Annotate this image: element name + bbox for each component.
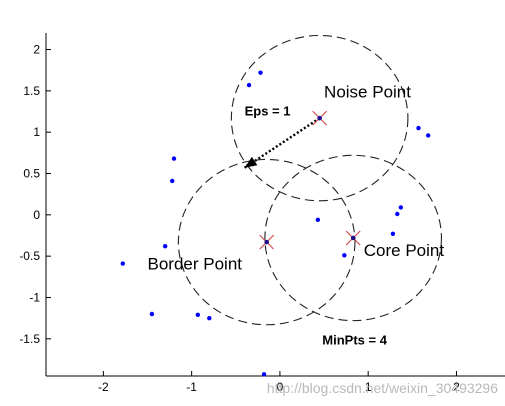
data-point: [170, 178, 175, 184]
y-tick-label: -1: [29, 290, 40, 304]
data-point: [195, 312, 201, 318]
eps-circles-group: [177, 34, 442, 326]
eps-arrow-head: [244, 156, 258, 168]
data-point: [315, 217, 321, 222]
y-tick-label: 2: [33, 43, 40, 57]
data-point: [342, 253, 347, 258]
marked-point-dot: [350, 235, 356, 241]
annotation-label: Border Point: [148, 254, 243, 273]
data-point: [390, 231, 396, 237]
eps-circle: [264, 154, 442, 322]
eps-arrow-group: [243, 117, 321, 169]
y-tick-label: 0.5: [23, 167, 40, 181]
eps-circle: [230, 34, 409, 202]
x-tick-label: 2: [453, 380, 460, 394]
axes-group: 2 1.5 1 0.5 0 -0.5 -1 -1.5 -2 -1 0 1 2: [19, 33, 505, 394]
data-point: [162, 244, 168, 249]
annotation-label: Eps = 1: [245, 104, 291, 119]
data-point: [149, 311, 155, 317]
marked-point-dot: [317, 115, 322, 121]
data-point: [395, 211, 400, 217]
eps-arrow-line: [243, 117, 321, 169]
data-point: [246, 82, 252, 88]
annotation-label: Core Point: [364, 241, 445, 260]
eps-circle: [177, 158, 356, 326]
data-point: [258, 70, 263, 75]
marked-points-group: [259, 110, 361, 250]
x-tick-label: 1: [365, 380, 372, 394]
marked-point-dot: [264, 239, 269, 245]
data-point: [261, 372, 267, 377]
data-point: [207, 315, 212, 321]
y-tick-label: 1: [33, 125, 40, 139]
data-point: [426, 133, 431, 138]
data-point: [398, 205, 404, 210]
annotation-label: Noise Point: [324, 82, 411, 101]
y-tick-label: -1.5: [19, 332, 40, 346]
y-tick-label: -0.5: [19, 249, 40, 263]
y-tick-label: 0: [33, 208, 40, 222]
x-tick-label: 0: [277, 380, 284, 394]
data-point: [120, 261, 125, 266]
y-tick-label: 1.5: [23, 84, 40, 98]
x-tick-label: -2: [98, 380, 109, 394]
data-point: [416, 125, 421, 131]
data-point: [171, 156, 177, 161]
x-tick-label: -1: [186, 380, 197, 394]
annotation-label: MinPts = 4: [322, 333, 387, 348]
watermark-text: http://blog.csdn.net/weixin_30493296: [267, 380, 498, 396]
